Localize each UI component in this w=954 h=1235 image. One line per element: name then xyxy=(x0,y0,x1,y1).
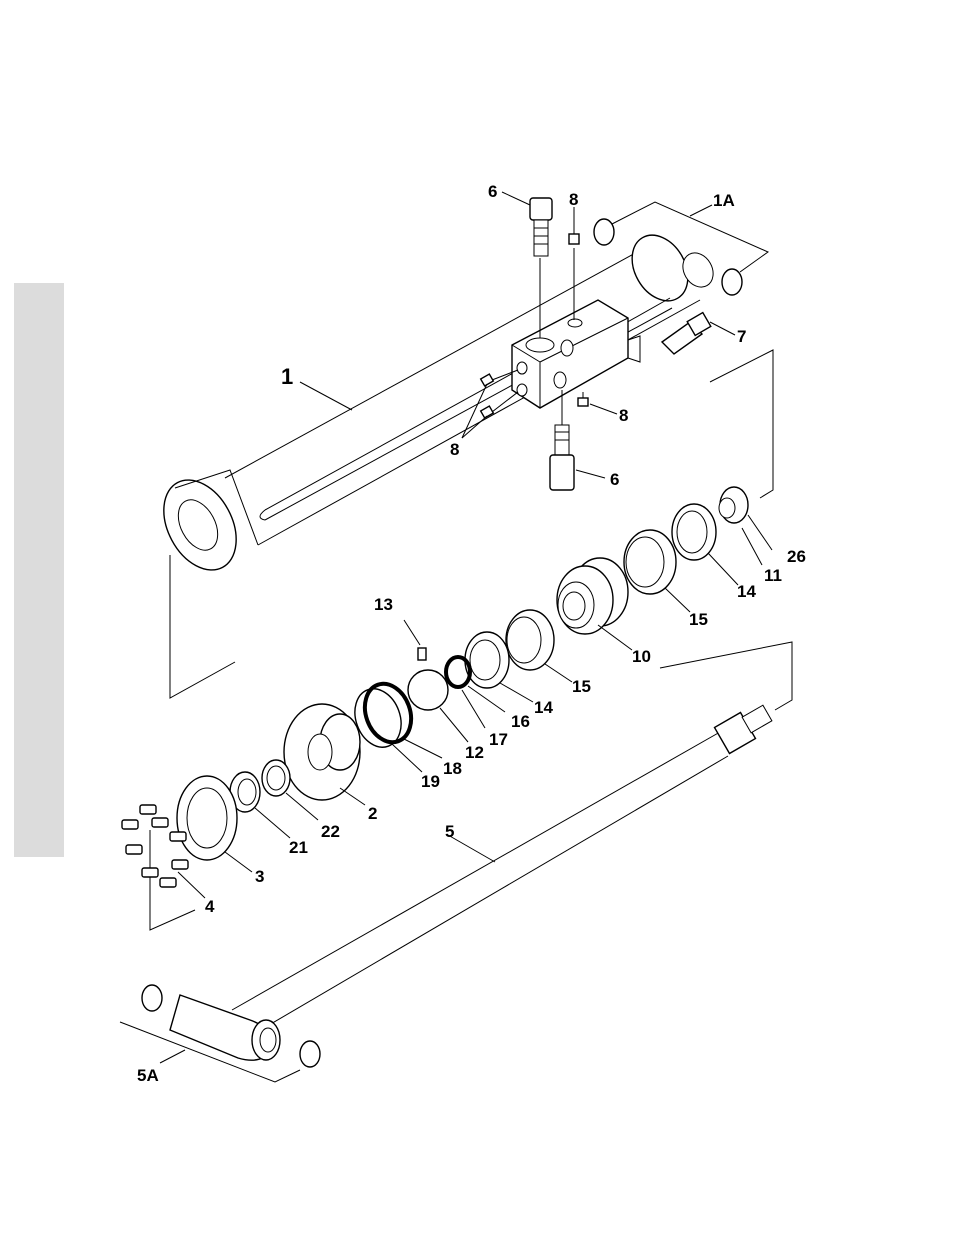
valve-block xyxy=(512,300,640,408)
label-part-17: 17 xyxy=(489,730,508,749)
label-part-13: 13 xyxy=(374,595,393,614)
label-part-18: 18 xyxy=(443,759,462,778)
label-part-5: 5 xyxy=(445,822,454,841)
label-part-6-bottom: 6 xyxy=(610,470,619,489)
label-part-15-a: 15 xyxy=(689,610,708,629)
label-part-5A: 5A xyxy=(137,1066,159,1085)
label-part-8-left: 8 xyxy=(450,440,459,459)
label-part-7: 7 xyxy=(737,327,746,346)
label-part-19: 19 xyxy=(421,772,440,791)
label-part-15-b: 15 xyxy=(572,677,591,696)
label-part-10: 10 xyxy=(632,647,651,666)
label-part-2: 2 xyxy=(368,804,377,823)
label-part-8-top: 8 xyxy=(569,190,578,209)
leader-bracket-rod xyxy=(660,642,792,710)
label-part-11: 11 xyxy=(764,566,782,585)
label-part-6-top: 6 xyxy=(488,182,497,201)
label-part-14-a: 14 xyxy=(737,582,756,601)
leader-bracket-right xyxy=(710,350,773,498)
label-part-16: 16 xyxy=(511,712,530,731)
spacer-12-and-setscrew-13 xyxy=(404,620,468,742)
label-part-1: 1 xyxy=(281,364,293,389)
label-part-4: 4 xyxy=(205,897,215,916)
label-part-22: 22 xyxy=(321,822,340,841)
fitting-6-top xyxy=(502,192,552,338)
piston-nut-26-11 xyxy=(719,487,772,565)
label-part-3: 3 xyxy=(255,867,264,886)
leader-1A xyxy=(690,205,712,216)
label-part-12: 12 xyxy=(465,743,484,762)
piston-10 xyxy=(557,558,632,650)
label-part-1A: 1A xyxy=(713,191,735,210)
label-part-21: 21 xyxy=(289,838,308,857)
label-part-26: 26 xyxy=(787,547,806,566)
plug-8-top xyxy=(569,207,579,320)
cylinder-barrel xyxy=(149,225,719,582)
label-part-14-b: 14 xyxy=(534,698,553,717)
leader-bracket-left xyxy=(170,555,235,698)
fitting-7 xyxy=(662,313,735,354)
head-2 xyxy=(284,704,365,805)
label-part-8-right: 8 xyxy=(619,406,628,425)
leader-1 xyxy=(300,382,352,410)
